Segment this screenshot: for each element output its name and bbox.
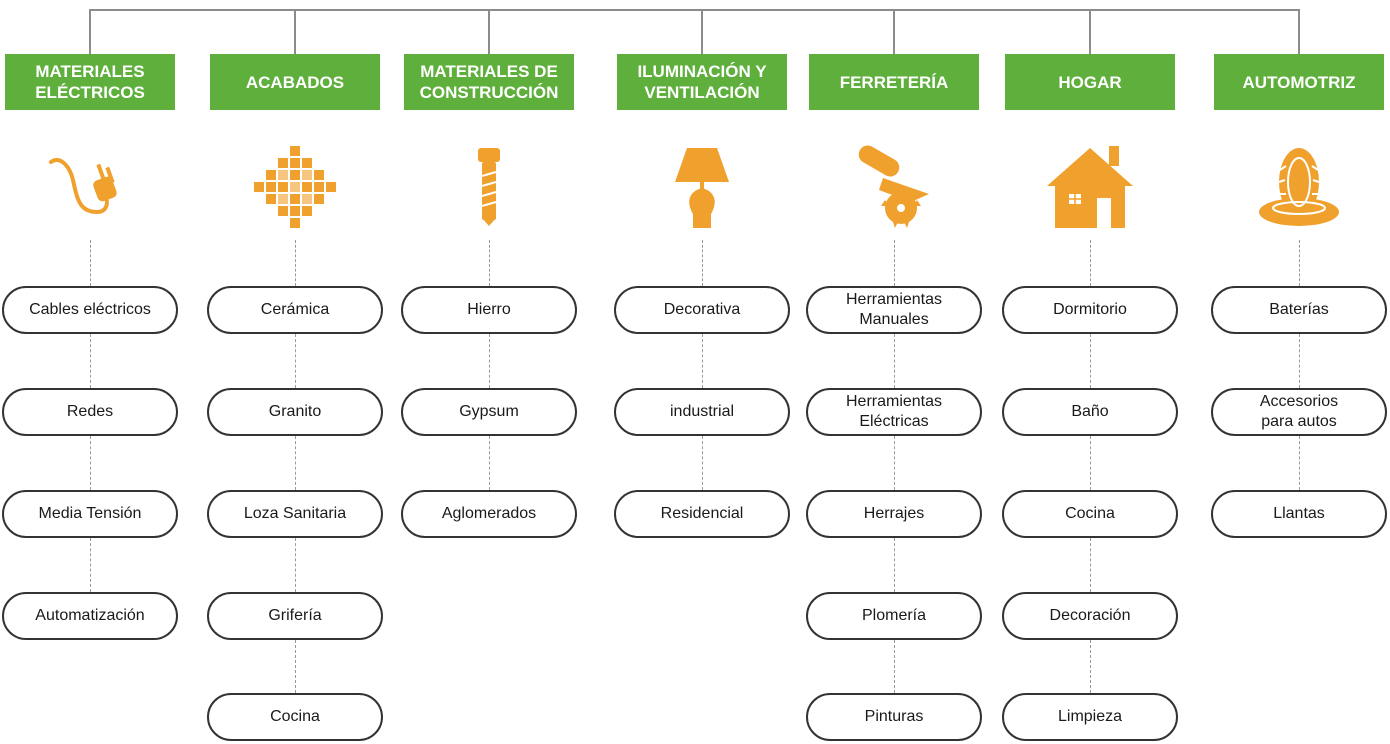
subcategory-bano[interactable]: Baño	[1002, 388, 1178, 436]
dashed-connector	[702, 240, 703, 286]
category-header-acabados[interactable]: ACABADOS	[210, 54, 380, 110]
subcategory-llantas[interactable]: Llantas	[1211, 490, 1387, 538]
tree-connector-vertical	[1298, 9, 1300, 54]
plug-icon	[45, 142, 135, 232]
screw-icon	[444, 142, 534, 232]
dashed-connector	[489, 240, 490, 286]
subcategory-plomeria[interactable]: Plomería	[806, 592, 982, 640]
dashed-connector	[1090, 334, 1091, 388]
subcategory-ceramica[interactable]: Cerámica	[207, 286, 383, 334]
subcategory-industrial[interactable]: industrial	[614, 388, 790, 436]
dashed-connector	[90, 538, 91, 592]
dashed-connector	[1299, 240, 1300, 286]
tires-icon	[1254, 142, 1344, 232]
subcategory-herrajes[interactable]: Herrajes	[806, 490, 982, 538]
tree-connector-vertical	[89, 9, 91, 54]
subcategory-residencial[interactable]: Residencial	[614, 490, 790, 538]
dashed-connector	[295, 240, 296, 286]
dashed-connector	[1090, 240, 1091, 286]
subcategory-cocina[interactable]: Cocina	[1002, 490, 1178, 538]
subcategory-limpieza[interactable]: Limpieza	[1002, 693, 1178, 741]
dashed-connector	[702, 436, 703, 490]
subcategory-cables-electricos[interactable]: Cables eléctricos	[2, 286, 178, 334]
subcategory-granito[interactable]: Granito	[207, 388, 383, 436]
tree-connector-vertical	[1089, 9, 1091, 54]
dashed-connector	[1090, 436, 1091, 490]
subcategory-herramientas-electricas[interactable]: Herramientas Eléctricas	[806, 388, 982, 436]
subcategory-aglomerados[interactable]: Aglomerados	[401, 490, 577, 538]
dashed-connector	[1299, 334, 1300, 388]
category-header-iluminacion-y-ventilacion[interactable]: ILUMINACIÓN Y VENTILACIÓN	[617, 54, 787, 110]
dashed-connector	[702, 334, 703, 388]
dashed-connector	[894, 436, 895, 490]
dashed-connector	[90, 240, 91, 286]
subcategory-baterias[interactable]: Baterías	[1211, 286, 1387, 334]
subcategory-decorativa[interactable]: Decorativa	[614, 286, 790, 334]
subcategory-media-tension[interactable]: Media Tensión	[2, 490, 178, 538]
tree-connector-vertical	[488, 9, 490, 54]
dashed-connector	[90, 436, 91, 490]
category-header-materiales-de-construccion[interactable]: MATERIALES DE CONSTRUCCIÓN	[404, 54, 574, 110]
dashed-connector	[894, 240, 895, 286]
subcategory-cocina[interactable]: Cocina	[207, 693, 383, 741]
tree-connector-vertical	[294, 9, 296, 54]
category-header-hogar[interactable]: HOGAR	[1005, 54, 1175, 110]
subcategory-herramientas-manuales[interactable]: Herramientas Manuales	[806, 286, 982, 334]
dashed-connector	[489, 436, 490, 490]
dashed-connector	[295, 640, 296, 693]
subcategory-pinturas[interactable]: Pinturas	[806, 693, 982, 741]
category-header-ferreteria[interactable]: FERRETERÍA	[809, 54, 979, 110]
subcategory-gypsum[interactable]: Gypsum	[401, 388, 577, 436]
subcategory-redes[interactable]: Redes	[2, 388, 178, 436]
dashed-connector	[894, 538, 895, 592]
subcategory-automatizacion[interactable]: Automatización	[2, 592, 178, 640]
tree-connector-vertical	[701, 9, 703, 54]
dashed-connector	[295, 334, 296, 388]
subcategory-griferia[interactable]: Grifería	[207, 592, 383, 640]
dashed-connector	[894, 640, 895, 693]
dashed-connector	[1090, 640, 1091, 693]
subcategory-decoracion[interactable]: Decoración	[1002, 592, 1178, 640]
dashed-connector	[489, 334, 490, 388]
category-header-materiales-electricos[interactable]: MATERIALES ELÉCTRICOS	[5, 54, 175, 110]
house-icon	[1045, 142, 1135, 232]
dashed-connector	[295, 538, 296, 592]
dashed-connector	[1299, 436, 1300, 490]
subcategory-loza-sanitaria[interactable]: Loza Sanitaria	[207, 490, 383, 538]
subcategory-accesorios-para-autos[interactable]: Accesorios para autos	[1211, 388, 1387, 436]
dashed-connector	[1090, 538, 1091, 592]
dashed-connector	[90, 334, 91, 388]
circular-saw-icon	[849, 142, 939, 232]
lamp-icon	[657, 142, 747, 232]
subcategory-dormitorio[interactable]: Dormitorio	[1002, 286, 1178, 334]
tile-icon	[250, 142, 340, 232]
tree-connector-vertical	[893, 9, 895, 54]
dashed-connector	[295, 436, 296, 490]
dashed-connector	[894, 334, 895, 388]
category-header-automotriz[interactable]: AUTOMOTRIZ	[1214, 54, 1384, 110]
subcategory-hierro[interactable]: Hierro	[401, 286, 577, 334]
tree-connector-horizontal	[90, 9, 1299, 11]
